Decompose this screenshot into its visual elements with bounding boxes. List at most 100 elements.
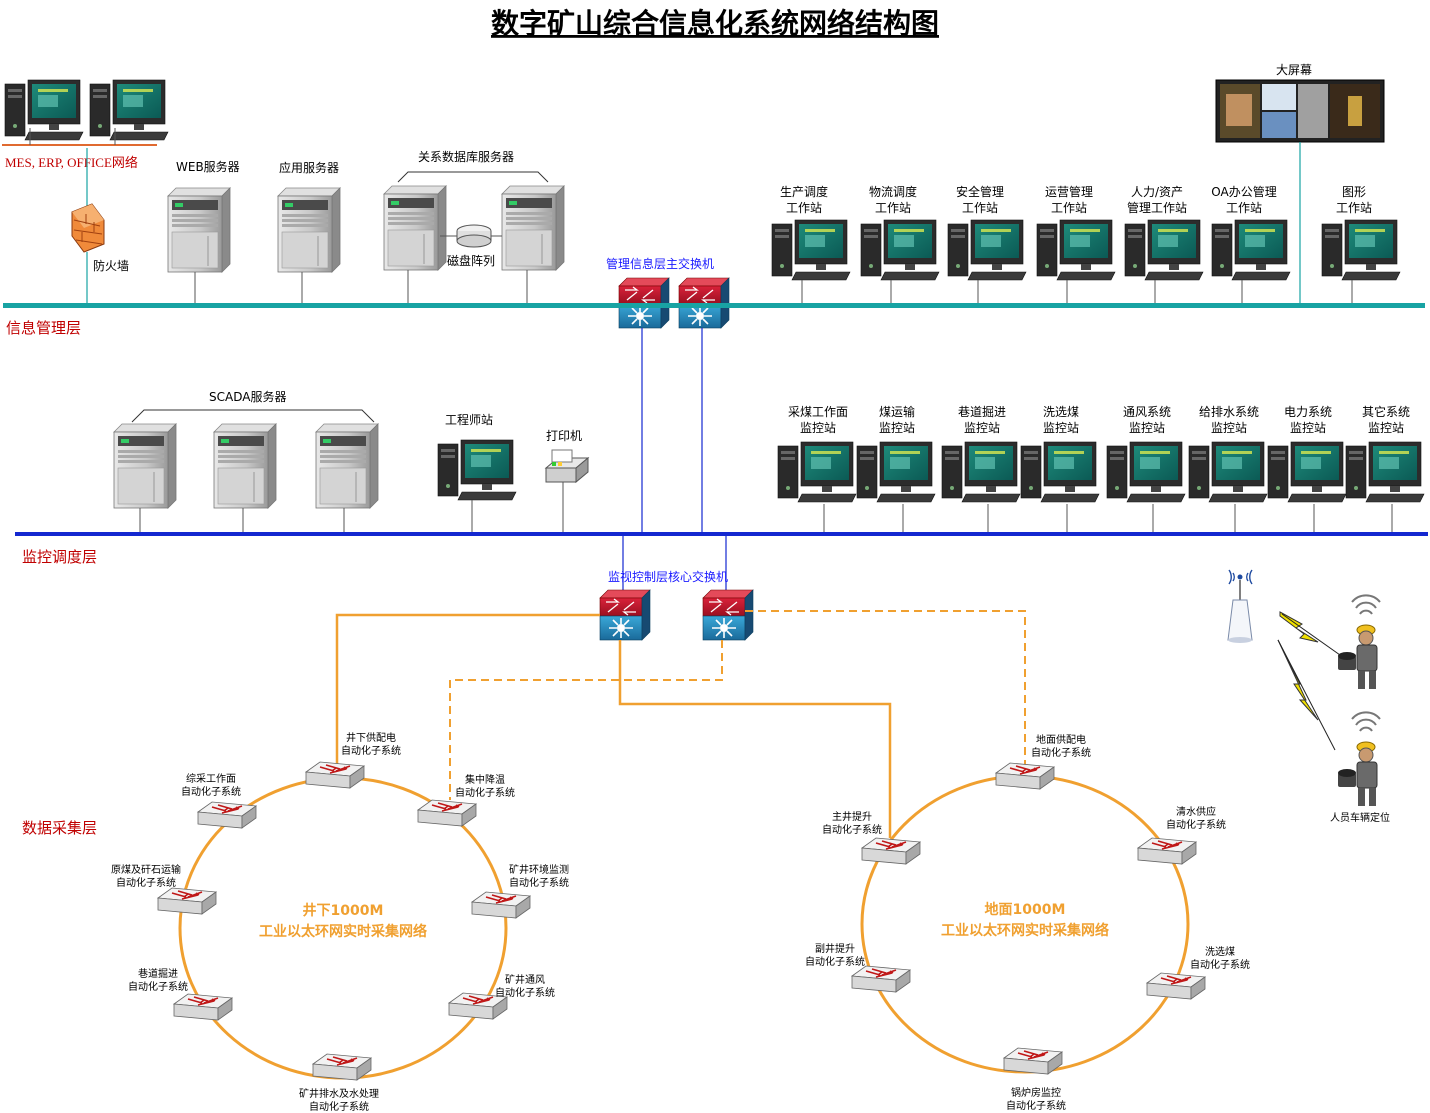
ring_left-node-label-4-l2: 自动化子系统: [309, 1100, 369, 1113]
ring_left-switch-icon-5: [173, 993, 233, 1021]
firewall-label: 防火墙: [93, 258, 129, 273]
mgmt-station-label-5-l2: 工作站: [1226, 201, 1262, 215]
core-switch-icon-1: [599, 589, 651, 641]
ring_right-switch-icon-1: [1137, 837, 1197, 865]
monitor-station-label-5-l2: 监控站: [1211, 421, 1247, 435]
ring_right-node-label-1-l1: 清水供应: [1176, 805, 1216, 818]
ring_left-node-label-1-l1: 集中降温: [465, 773, 505, 786]
ring_left-switch-icon-2: [471, 891, 531, 919]
monitor-station-label-4-l1: 通风系统: [1123, 405, 1171, 419]
ring_right-node-label-4-l2: 自动化子系统: [805, 955, 865, 968]
mgmt-station-label-0-l1: 生产调度: [780, 184, 828, 199]
monitor-station-label-4-l2: 监控站: [1129, 421, 1165, 435]
monitor-station-label-5-l1: 给排水系统: [1199, 405, 1259, 419]
monitor-dispatch-bus: [15, 532, 1428, 536]
wireless-link-icon: [1277, 611, 1319, 721]
disk-array-icon: [456, 224, 492, 248]
ring_right-node-label-1-l2: 自动化子系统: [1166, 818, 1226, 831]
mgmt-station-label-4-l2: 管理工作站: [1127, 200, 1187, 215]
ring_right-switch-icon-2: [1146, 972, 1206, 1000]
monitor-layer-label: 监控调度层: [22, 548, 97, 566]
surface-ring-subtitle: 工业以太环网实时采集网络: [941, 922, 1109, 939]
ring_right-node-label-2-l2: 自动化子系统: [1190, 958, 1250, 971]
monitor-station-label-7-l2: 监控站: [1368, 421, 1404, 435]
info-management-bus: [3, 303, 1425, 308]
ring_left-node-label-1-l2: 自动化子系统: [455, 786, 515, 799]
monitor-workstation-icon-1: [856, 441, 936, 503]
ring_right-node-label-3-l1: 锅炉房监控: [1011, 1086, 1061, 1099]
ring_left-switch-icon-6: [157, 887, 217, 915]
mgmt-station-label-6-l1: 图形: [1342, 185, 1366, 199]
mgmt-station-label-1-l2: 工作站: [875, 201, 911, 215]
ring_right-switch-icon-3: [1003, 1047, 1063, 1075]
engineer-station-label: 工程师站: [445, 412, 493, 427]
mgmt-workstation-icon-5: [1211, 219, 1291, 281]
app-server-label: 应用服务器: [279, 160, 339, 175]
mgmt-station-label-2-l1: 安全管理: [956, 184, 1004, 199]
db-server-icon-2: [501, 185, 565, 271]
diagram-title: 数字矿山综合信息化系统网络结构图: [491, 7, 939, 40]
ring_left-node-label-0-l1: 井下供配电: [346, 731, 396, 744]
monitor-station-label-0-l1: 采煤工作面: [788, 405, 848, 419]
core-switch-icon-2: [702, 589, 754, 641]
monitor-workstation-icon-2: [941, 441, 1021, 503]
monitor-station-label-6-l1: 电力系统: [1284, 405, 1332, 419]
ring_right-node-label-3-l2: 自动化子系统: [1006, 1099, 1066, 1112]
ring_left-node-label-6-l1: 原煤及矸石运输: [111, 863, 181, 876]
mgmt-station-label-2-l2: 工作站: [962, 201, 998, 215]
monitor-workstation-icon-6: [1267, 441, 1347, 503]
web-server-icon: [167, 187, 231, 273]
ring_right-node-label-0-l2: 自动化子系统: [1031, 746, 1091, 759]
miner-icon-2: [1337, 711, 1381, 807]
mgmt-workstation-icon-0: [771, 219, 851, 281]
ring_left-node-label-3-l1: 矿井通风: [505, 973, 545, 986]
mgmt-workstation-icon-2: [947, 219, 1027, 281]
ring_left-switch-icon-0: [305, 761, 365, 789]
monitor-station-label-3-l2: 监控站: [1043, 421, 1079, 435]
underground-ring-title: 井下1000M: [303, 902, 384, 919]
monitor-station-label-7-l1: 其它系统: [1362, 404, 1410, 419]
app-server-icon: [277, 187, 341, 273]
mgmt-workstation-icon-3: [1036, 219, 1116, 281]
ring_left-node-label-5-l2: 自动化子系统: [128, 980, 188, 993]
data-layer-label: 数据采集层: [22, 819, 97, 837]
mgmt-switch-label: 管理信息层主交换机: [606, 256, 714, 271]
ring_right-node-label-4-l1: 副井提升: [815, 942, 855, 955]
printer-icon: [544, 449, 590, 484]
disk-array-label: 磁盘阵列: [447, 253, 495, 268]
monitor-station-label-2-l1: 巷道掘进: [958, 404, 1006, 419]
mgmt-station-label-0-l2: 工作站: [786, 201, 822, 215]
miner-icon-1: [1337, 594, 1381, 690]
info-layer-label: 信息管理层: [6, 319, 81, 337]
mes-workstations: [4, 79, 169, 141]
scada-server-icon-3: [315, 423, 379, 509]
ring_left-node-label-6-l2: 自动化子系统: [116, 876, 176, 889]
ring_left-switch-icon-1: [417, 799, 477, 827]
ring_left-node-label-0-l2: 自动化子系统: [341, 744, 401, 757]
ring_right-switch-icon-4: [851, 965, 911, 993]
mgmt-station-label-5-l1: OA办公管理: [1211, 184, 1276, 199]
ring_left-node-label-3-l2: 自动化子系统: [495, 986, 555, 999]
monitor-station-label-6-l2: 监控站: [1290, 421, 1326, 435]
mgmt-workstation-icon-6: [1321, 219, 1401, 281]
monitor-station-label-1-l2: 监控站: [879, 421, 915, 435]
personnel-positioning-label: 人员车辆定位: [1330, 811, 1390, 824]
scada-server-icon-1: [113, 423, 177, 509]
web-server-label: WEB服务器: [176, 159, 240, 174]
monitor-workstation-icon-7: [1345, 441, 1425, 503]
ring_right-node-label-2-l1: 洗选煤: [1205, 945, 1235, 958]
scada-server-icon-2: [213, 423, 277, 509]
mgmt-workstation-icon-4: [1124, 219, 1204, 281]
mgmt-workstation-icon-1: [860, 219, 940, 281]
mes-network-label: MES, ERP, OFFICE网络: [5, 155, 138, 170]
printer-label: 打印机: [546, 429, 582, 443]
ring_right-switch-icon-0: [995, 762, 1055, 790]
mgmt-station-label-3-l1: 运营管理: [1045, 184, 1093, 199]
db-server-label: 关系数据库服务器: [418, 149, 514, 164]
core-switch-label: 监视控制层核心交换机: [608, 569, 728, 584]
mgmt-station-label-3-l2: 工作站: [1051, 201, 1087, 215]
big-screen-label: 大屏幕: [1276, 63, 1312, 77]
ring_right-node-label-0-l1: 地面供配电: [1036, 733, 1086, 746]
surface-ring-title: 地面1000M: [985, 901, 1066, 918]
